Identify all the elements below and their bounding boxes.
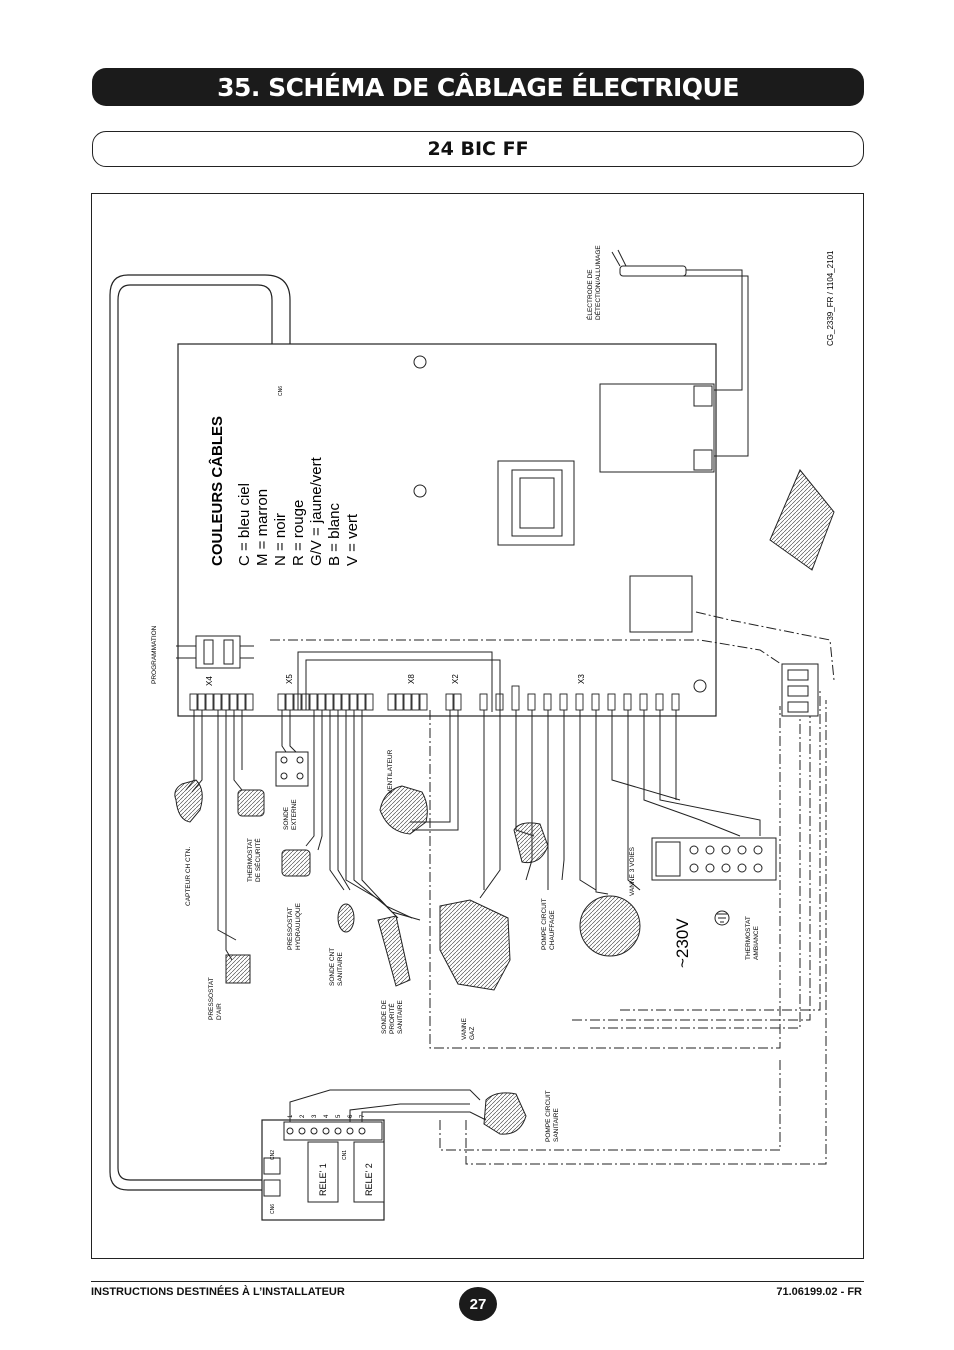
pompe-sanitaire-label-2: SANITAIRE: [553, 1108, 560, 1142]
legend-item: B = blanc: [326, 503, 343, 566]
sonde-externe-label-2: EXTERNE: [291, 799, 298, 830]
connector-cn2: CN2: [270, 1150, 276, 1160]
legend-item: N = noir: [272, 513, 289, 566]
vanne-gaz-label-2: GAZ: [469, 1027, 476, 1040]
ventilateur-label: VENTILATEUR: [387, 749, 394, 794]
voltage-label: ~230V: [673, 918, 692, 968]
programmation-label: PROGRAMMATION: [151, 625, 158, 684]
terminal-number: 7: [360, 1114, 366, 1118]
thermostat-securite-label-1: THERMOSTAT: [247, 838, 254, 882]
model-title: 24 BIC FF: [92, 131, 864, 167]
sonde-priorite-label-3: SANITAIRE: [397, 1000, 404, 1034]
pressostat-air-label-2: D'AIR: [216, 1003, 223, 1020]
terminal-number: 6: [348, 1114, 354, 1118]
vanne-gaz-label-1: VANNE: [461, 1017, 468, 1040]
thermostat-ambiance-label-1: THERMOSTAT: [745, 916, 752, 960]
thermostat-ambiance-label-2: AMBIANCE: [753, 925, 760, 960]
footer-divider: [91, 1281, 864, 1282]
pressostat-air-label-1: PRESSOSTAT: [208, 977, 215, 1020]
capteur-label: CAPTEUR CH CTN.: [185, 847, 192, 906]
sonde-priorite-label-2: PRIORITÉ: [387, 1003, 396, 1034]
connector-cn6-bottom: CN6: [270, 1204, 276, 1214]
pressostat-hydraulique-label-1: PRESSOSTAT: [287, 907, 294, 950]
connector-cn6-top: CN6: [278, 386, 284, 396]
terminal-number: 1: [288, 1114, 294, 1118]
connector-x8: X8: [407, 674, 416, 684]
terminal-number: 2: [300, 1114, 306, 1118]
connector-x5: X5: [285, 674, 294, 684]
vanne-3-voies-label: VANNE 3 VOIES: [629, 846, 636, 896]
connector-x4: X4: [205, 676, 214, 686]
legend-item: G/V = jaune/vert: [308, 456, 325, 566]
terminal-number: 3: [312, 1114, 318, 1118]
terminal-number: 5: [336, 1114, 342, 1118]
pompe-chauffage-label-2: CHAUFFAGE: [549, 910, 556, 950]
pompe-sanitaire-label-1: POMPE CIRCUIT: [545, 1090, 552, 1142]
thermostat-securite-label-2: DE SÉCURITÉ: [253, 838, 262, 882]
terminal-number: 4: [324, 1114, 330, 1118]
pompe-chauffage-label-1: POMPE CIRCUIT: [541, 898, 548, 950]
connector-x2: X2: [451, 674, 460, 684]
sonde-priorite-label-1: SONDE DE: [381, 999, 388, 1034]
ref-code: CG_2339_FR / 1104_2101: [826, 250, 835, 346]
relay-2-label: RELE' 2: [364, 1163, 374, 1196]
legend-title: COULEURS CÂBLES: [208, 416, 226, 566]
page-number: 27: [459, 1287, 497, 1321]
sonde-externe-label-1: SONDE: [283, 806, 290, 830]
connector-x3: X3: [577, 674, 586, 684]
document-code: 71.06199.02 - FR: [776, 1286, 862, 1298]
legend-item: V = vert: [344, 513, 361, 566]
footer-left: INSTRUCTIONS DESTINÉES À L’INSTALLATEUR: [91, 1286, 345, 1298]
relay-1-label: RELE' 1: [318, 1163, 328, 1196]
sonde-ctn-label-1: SONDE CNT: [329, 948, 336, 986]
electrode-label-2: DÉTECTION/ALLUMAGE: [593, 245, 602, 320]
electrode-label-1: ÉLECTRODE DE: [585, 269, 594, 320]
connector-cn1: CN1: [342, 1150, 348, 1160]
sonde-ctn-label-2: SANITAIRE: [337, 952, 344, 986]
page-title: 35. SCHÉMA DE CÂBLAGE ÉLECTRIQUE: [92, 68, 864, 106]
wiring-diagram-frame: [91, 193, 864, 1259]
legend-item: M = marron: [254, 489, 271, 566]
legend-item: R = rouge: [290, 500, 307, 566]
pressostat-hydraulique-label-2: HYDRAULIQUE: [295, 902, 302, 950]
legend-item: C = bleu ciel: [236, 483, 253, 566]
